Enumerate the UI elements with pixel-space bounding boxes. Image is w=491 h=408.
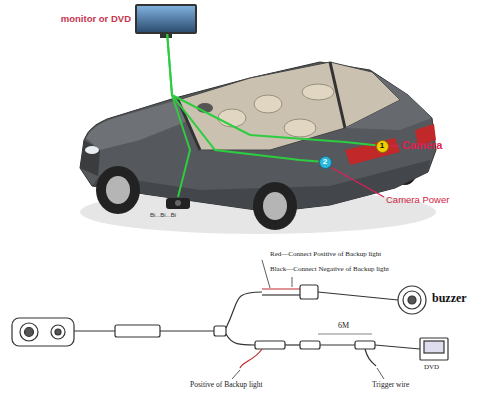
red-wire — [240, 349, 262, 368]
part-label: Camera Power — [386, 195, 449, 206]
rca-plug — [355, 341, 375, 349]
seat — [218, 109, 246, 127]
leader-line — [232, 370, 240, 379]
monitor-stand — [160, 34, 172, 38]
monitor-box: monitor or DVD — [135, 4, 197, 34]
leader-line — [332, 168, 384, 197]
leader-lines — [332, 146, 399, 197]
connector — [300, 285, 318, 299]
green-wire — [172, 95, 190, 197]
cable — [226, 334, 255, 345]
wheel-rim — [263, 192, 287, 220]
cable — [285, 344, 300, 345]
leader-line — [292, 277, 293, 287]
headlight — [85, 146, 99, 154]
wiring-diagram — [12, 260, 448, 379]
cable — [226, 292, 262, 328]
splitter — [214, 326, 226, 336]
buzzer-symbol — [398, 286, 426, 314]
buzzer-cable — [318, 292, 398, 300]
black-wire — [262, 294, 300, 295]
part-label: Camera — [402, 139, 442, 152]
dimension-label: 6M — [338, 321, 349, 330]
buzzer-symbol — [408, 296, 416, 304]
red-wire — [262, 288, 300, 289]
sensor — [51, 325, 65, 339]
leader-line — [377, 368, 384, 379]
car-grille — [80, 140, 100, 176]
dvd-unit — [420, 338, 448, 360]
buzzer-grille — [175, 200, 181, 206]
seat — [284, 119, 316, 137]
dvd-screen — [424, 341, 444, 353]
sensor — [55, 329, 61, 335]
wire-label: Trigger wire — [372, 381, 409, 390]
callout-text: 2 — [323, 158, 327, 166]
monitor-mount — [160, 34, 172, 38]
front-wheel — [96, 166, 140, 214]
leader-line — [391, 145, 399, 146]
cable-junction — [115, 325, 160, 337]
dimension-line — [318, 334, 372, 335]
callout-number: 1 — [376, 140, 389, 153]
trigger-wire — [365, 349, 376, 366]
part-label: DVD — [424, 363, 439, 371]
extension-cable — [320, 344, 355, 345]
sound-label: Bi...Bi...Bi — [150, 212, 176, 219]
wire-note: Red—Connect Positive of Backup light — [270, 250, 381, 258]
car-hood — [86, 100, 195, 150]
seat — [254, 95, 282, 113]
camera-housing — [12, 318, 74, 346]
car — [80, 62, 436, 234]
wire-note: Black—Connect Negative of Backup light — [270, 265, 389, 273]
leader-line — [262, 260, 270, 288]
callout-number: 2 — [319, 156, 332, 169]
seat — [302, 84, 334, 100]
wire-label: Positive of Backup light — [190, 381, 263, 390]
part-label: buzzer — [432, 292, 467, 306]
cable — [375, 345, 420, 349]
car-interior — [178, 62, 400, 150]
callout-text: 1 — [380, 142, 384, 150]
wheel-rim — [106, 176, 130, 204]
camera-lens — [20, 323, 38, 341]
rear-wheel — [253, 182, 297, 230]
buzzer-device — [166, 198, 190, 209]
car-trunk — [345, 72, 432, 130]
monitor-label: monitor or DVD — [61, 14, 131, 24]
cable — [74, 330, 115, 331]
buzzer-symbol — [403, 291, 421, 309]
camera-lens — [25, 328, 34, 337]
rca-plug — [300, 341, 320, 349]
rca-plug — [255, 341, 285, 349]
cable — [160, 330, 214, 331]
cable-route — [167, 34, 318, 161]
